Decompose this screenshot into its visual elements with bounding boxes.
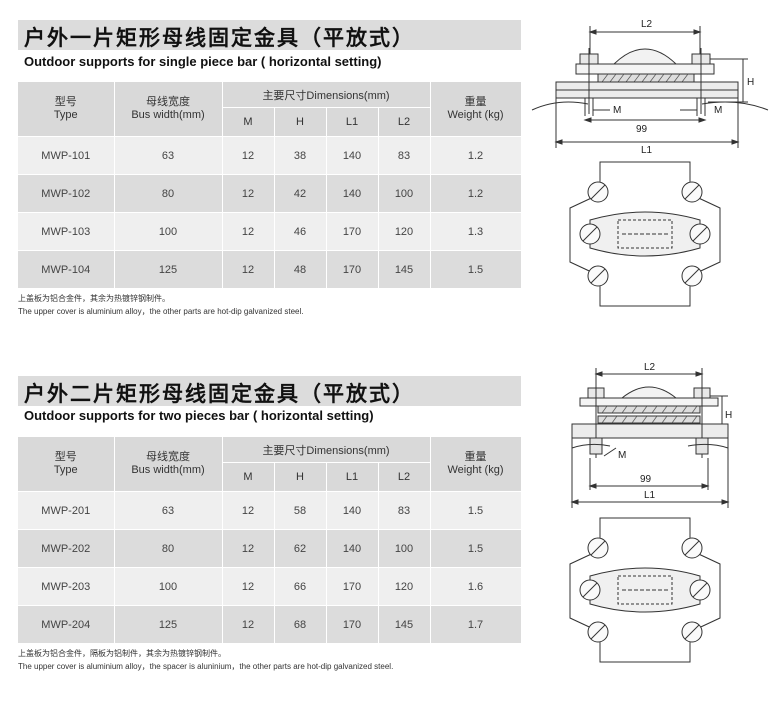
dim-h-label: H bbox=[725, 410, 732, 421]
header-h: H bbox=[274, 462, 327, 492]
section-title-cn: 户外一片矩形母线固定金具（平放式） bbox=[24, 27, 415, 50]
top-view-drawing bbox=[569, 161, 721, 307]
section-title-cn: 户外二片矩形母线固定金具（平放式） bbox=[24, 383, 415, 406]
header-dimensions: 主要尺寸Dimensions(mm) bbox=[222, 82, 431, 108]
dim-99-label: 99 bbox=[636, 124, 648, 135]
header-dimensions: 主要尺寸Dimensions(mm) bbox=[222, 437, 431, 463]
note-cn: 上盖板为铝合金件，隔板为铝制件，其余为热镀锌钢制件。 bbox=[18, 649, 226, 658]
dim-l2-label: L2 bbox=[641, 19, 653, 30]
header-l1: L1 bbox=[326, 462, 379, 492]
section-title-bar: 户外二片矩形母线固定金具（平放式） bbox=[18, 376, 521, 406]
dim-l2-label: L2 bbox=[644, 362, 656, 373]
section-title-en: Outdoor supports for two pieces bar ( ho… bbox=[24, 408, 374, 423]
note-en: The upper cover is aluminium alloy，the s… bbox=[18, 662, 394, 671]
section-title-en: Outdoor supports for single piece bar ( … bbox=[24, 54, 382, 69]
dim-l1-label: L1 bbox=[641, 145, 653, 154]
note-en: The upper cover is aluminium alloy，the o… bbox=[18, 307, 304, 316]
dim-m-label: M bbox=[613, 105, 621, 116]
header-m: M bbox=[222, 107, 275, 137]
dim-l1-label: L1 bbox=[644, 490, 656, 501]
header-l2: L2 bbox=[378, 462, 431, 492]
header-l1: L1 bbox=[326, 107, 379, 137]
top-view-drawing bbox=[569, 517, 721, 663]
side-view-drawing: L2 H M M 99 L1 bbox=[531, 19, 769, 154]
header-l2: L2 bbox=[378, 107, 431, 137]
side-view-drawing: L2 H M 99 L1 bbox=[570, 362, 732, 508]
dim-h-label: H bbox=[747, 77, 754, 88]
dim-m-label: M bbox=[618, 450, 626, 461]
section-title-bar: 户外一片矩形母线固定金具（平放式） bbox=[18, 20, 521, 50]
dim-99-label: 99 bbox=[640, 474, 652, 485]
header-h: H bbox=[274, 107, 327, 137]
header-m: M bbox=[222, 462, 275, 492]
note-cn: 上盖板为铝合金件，其余为热镀锌钢制件。 bbox=[18, 294, 170, 303]
dim-m-label: M bbox=[714, 105, 722, 116]
